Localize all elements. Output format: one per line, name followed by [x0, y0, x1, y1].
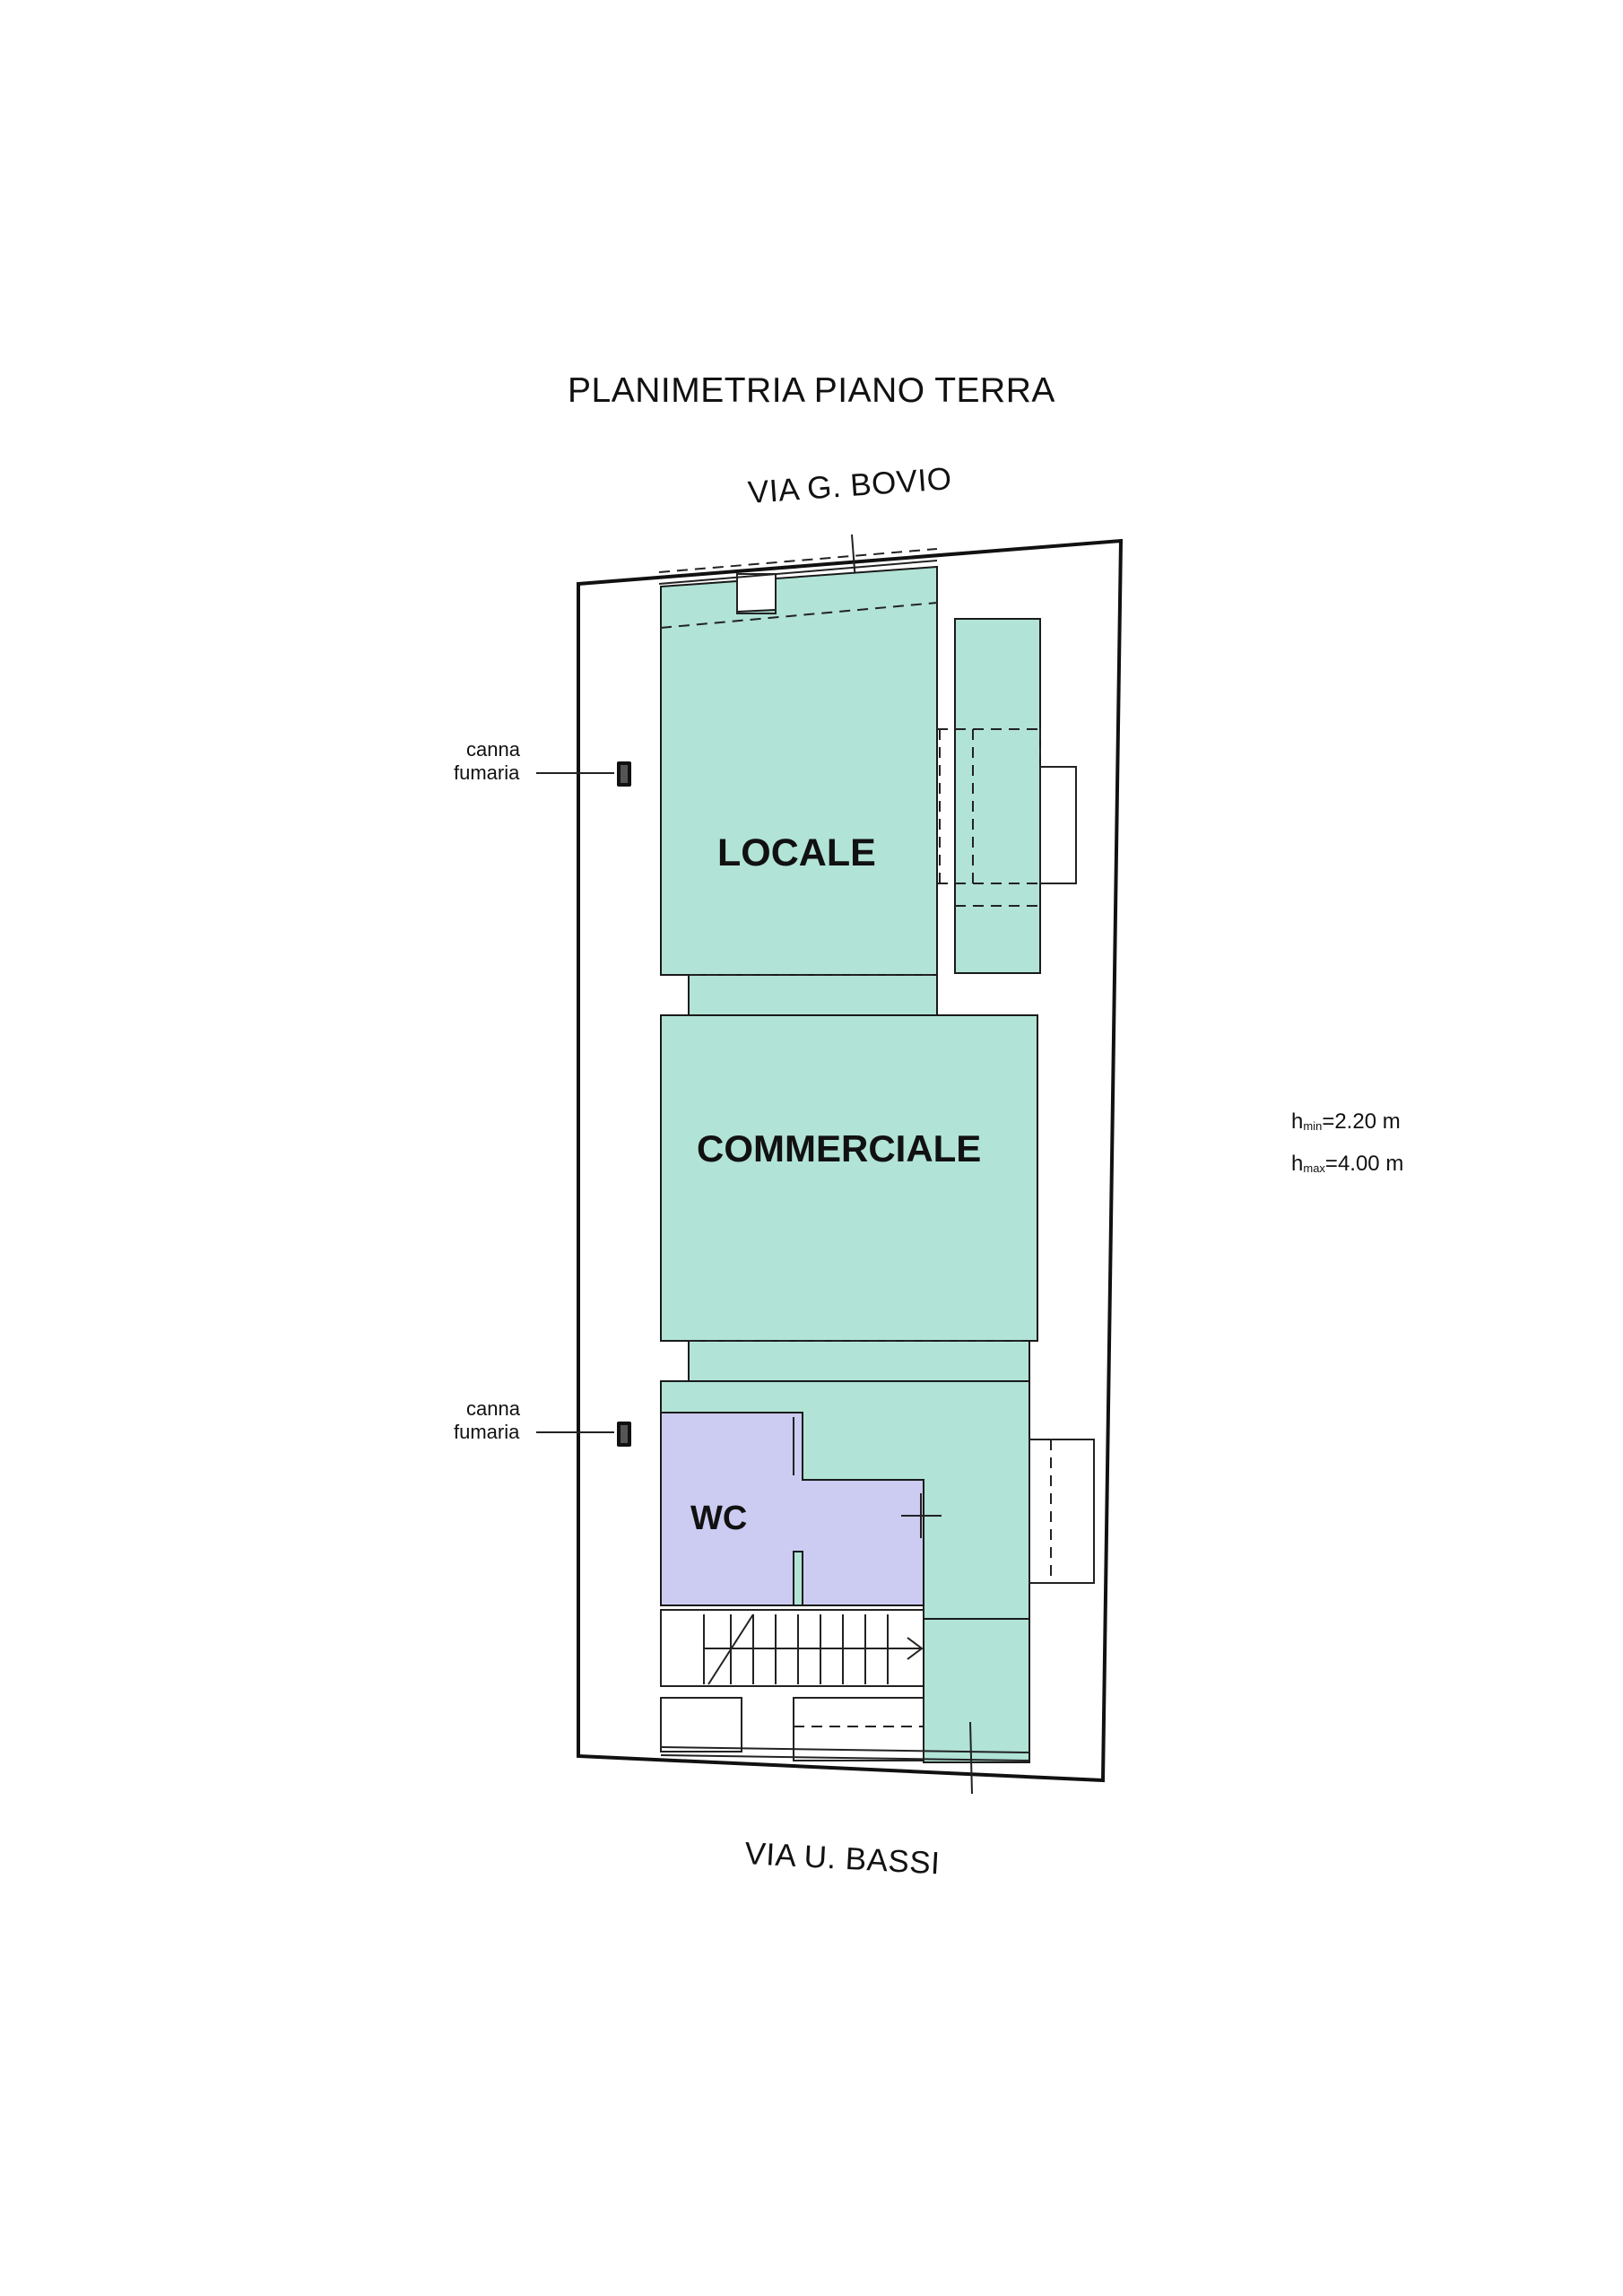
height-min-value: =2.20 m [1322, 1109, 1400, 1134]
room-entrance-bottom [923, 1618, 1030, 1763]
height-min-sub: min [1303, 1119, 1322, 1133]
annex-upper-right [954, 618, 1041, 974]
height-max-value: =4.00 m [1325, 1152, 1403, 1176]
flue-upper-label-2: fumaria [454, 761, 520, 784]
connector-lower [688, 1340, 1030, 1382]
height-min-text: hmin=2.20 m [1291, 1109, 1401, 1134]
room-commerciale-middle [660, 1014, 1038, 1342]
connector-upper [688, 974, 938, 1016]
bottom-room-left [660, 1697, 742, 1752]
flue-lower-label-2: fumaria [454, 1421, 520, 1443]
bottom-facade-line [660, 1754, 1030, 1761]
flue-upper: canna fumaria [454, 738, 631, 787]
flue-lower-label-1: canna [466, 1397, 521, 1420]
flue-lower: canna fumaria [454, 1397, 631, 1447]
room-label-locale: LOCALE [717, 831, 876, 874]
street-top-label: VIA G. BOVIO [747, 461, 953, 510]
pillar-top [736, 573, 777, 614]
annex-lower-right [1028, 1439, 1095, 1584]
plan-title: PLANIMETRIA PIANO TERRA [568, 371, 1055, 410]
height-max: hmax=4.00 m [1291, 1152, 1403, 1176]
street-bottom-label: VIA U. BASSI [744, 1836, 942, 1881]
flue-lower-icon-inner [621, 1425, 628, 1443]
room-label-wc: WC [690, 1500, 747, 1537]
bottom-room-center [793, 1697, 924, 1761]
stair-arrow-head [907, 1637, 924, 1660]
bottom-axis-marker [969, 1721, 973, 1795]
room-label-commerciale: COMMERCIALE [697, 1127, 981, 1170]
height-max-text: hmax=4.00 m [1291, 1152, 1403, 1176]
height-max-sub: max [1303, 1161, 1325, 1175]
height-min-prefix: h [1291, 1109, 1303, 1134]
flue-upper-label-1: canna [466, 738, 521, 761]
annex-notch [1039, 766, 1077, 884]
bottom-facade-line-2 [660, 1746, 1030, 1753]
height-min: hmin=2.20 m [1291, 1109, 1401, 1134]
outer-wall [577, 538, 1124, 1783]
height-max-prefix: h [1291, 1152, 1303, 1176]
room-wc [660, 1412, 924, 1606]
room-locale-upper [660, 565, 938, 976]
locale-dashed-band [660, 602, 938, 629]
top-facade-line [658, 560, 938, 585]
top-facade-dash [658, 548, 938, 573]
flue-upper-icon-inner [621, 765, 628, 783]
